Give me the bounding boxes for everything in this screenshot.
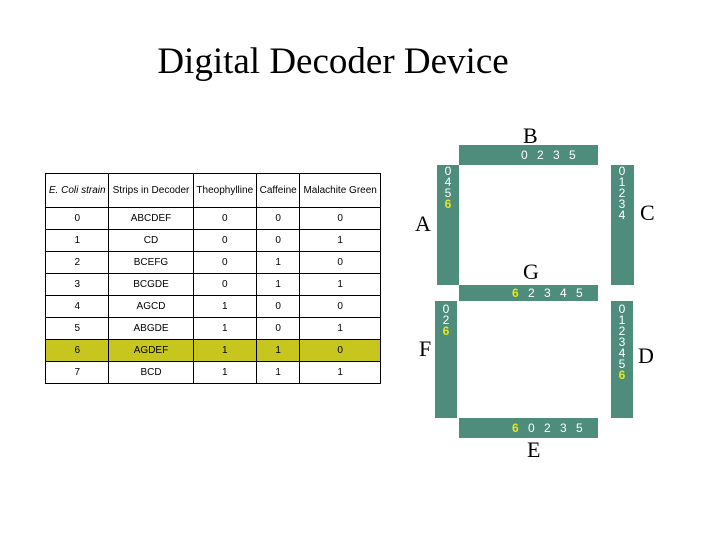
segment-b-digits: 0 2 3 5 [521, 148, 579, 162]
segment-d-label: D [638, 343, 654, 368]
cell-malachite-green: 0 [299, 251, 381, 274]
cell-theophylline: 0 [192, 251, 258, 274]
cell-strain: 5 [44, 317, 110, 340]
segment-f-label: F [419, 336, 432, 361]
cell-theophylline: 1 [192, 339, 258, 362]
table-row: 2 BCEFG 0 1 0 [44, 251, 381, 274]
cell-strain: 6 [44, 339, 110, 362]
segment-a-digits: 0456 [444, 164, 452, 211]
cell-strips: BCEFG [108, 251, 194, 274]
cell-strain: 0 [44, 207, 110, 230]
table-row: 1 CD 0 0 1 [44, 229, 381, 252]
cell-strips: AGCD [108, 295, 194, 318]
segment-b [459, 145, 598, 165]
table-row-highlighted: 6 AGDEF 1 1 0 [44, 339, 381, 362]
header-strips: Strips in Decoder [108, 173, 194, 208]
cell-malachite-green: 1 [299, 317, 381, 340]
table-header-row: E. Coli strain Strips in Decoder Theophy… [44, 173, 381, 208]
cell-malachite-green: 1 [299, 361, 381, 384]
cell-malachite-green: 0 [299, 207, 381, 230]
cell-strips: CD [108, 229, 194, 252]
segment-c-digits: 01234 [618, 164, 626, 222]
cell-strips: BCD [108, 361, 194, 384]
header-caffeine: Caffeine [256, 173, 301, 208]
header-theophylline: Theophylline [192, 173, 258, 208]
cell-theophylline: 1 [192, 317, 258, 340]
segment-g-digits: 6 2 3 4 5 [512, 286, 586, 300]
decoder-table: E. Coli strain Strips in Decoder Theophy… [44, 173, 381, 384]
cell-strain: 4 [44, 295, 110, 318]
cell-strain: 7 [44, 361, 110, 384]
cell-caffeine: 0 [256, 295, 301, 318]
cell-caffeine: 1 [256, 273, 301, 296]
cell-theophylline: 1 [192, 295, 258, 318]
header-malachite-green: Malachite Green [299, 173, 381, 208]
segment-b-label: B [523, 123, 538, 148]
cell-theophylline: 1 [192, 361, 258, 384]
page-title: Digital Decoder Device [157, 41, 509, 82]
cell-malachite-green: 1 [299, 229, 381, 252]
cell-caffeine: 0 [256, 229, 301, 252]
cell-theophylline: 0 [192, 229, 258, 252]
cell-caffeine: 0 [256, 207, 301, 230]
cell-theophylline: 0 [192, 273, 258, 296]
cell-theophylline: 0 [192, 207, 258, 230]
cell-caffeine: 1 [256, 251, 301, 274]
cell-strips: ABGDE [108, 317, 194, 340]
cell-strips: AGDEF [108, 339, 194, 362]
segment-d [611, 301, 633, 418]
segment-g [459, 285, 598, 301]
cell-strain: 2 [44, 251, 110, 274]
segment-f [435, 301, 457, 418]
cell-caffeine: 0 [256, 317, 301, 340]
cell-caffeine: 1 [256, 361, 301, 384]
cell-malachite-green: 0 [299, 339, 381, 362]
segment-c [611, 165, 634, 285]
cell-malachite-green: 1 [299, 273, 381, 296]
segment-a [437, 165, 459, 285]
table-row: 0 ABCDEF 0 0 0 [44, 207, 381, 230]
cell-strain: 1 [44, 229, 110, 252]
cell-caffeine: 1 [256, 339, 301, 362]
table-row: 7 BCD 1 1 1 [44, 361, 381, 384]
cell-strips: ABCDEF [108, 207, 194, 230]
table-row: 3 BCGDE 0 1 1 [44, 273, 381, 296]
segment-g-label: G [523, 259, 539, 284]
segment-e [459, 418, 598, 438]
segment-e-label: E [527, 437, 541, 462]
cell-strips: BCGDE [108, 273, 194, 296]
table-row: 5 ABGDE 1 0 1 [44, 317, 381, 340]
segment-a-label: A [415, 211, 431, 236]
segment-c-label: C [640, 200, 655, 225]
cell-strain: 3 [44, 273, 110, 296]
segment-d-digits: 0123456 [618, 302, 626, 382]
segment-e-digits: 6 0 2 3 5 [512, 421, 586, 435]
segment-f-digits: 026 [442, 302, 450, 338]
cell-malachite-green: 0 [299, 295, 381, 318]
header-strain: E. Coli strain [44, 173, 110, 208]
table-row: 4 AGCD 1 0 0 [44, 295, 381, 318]
